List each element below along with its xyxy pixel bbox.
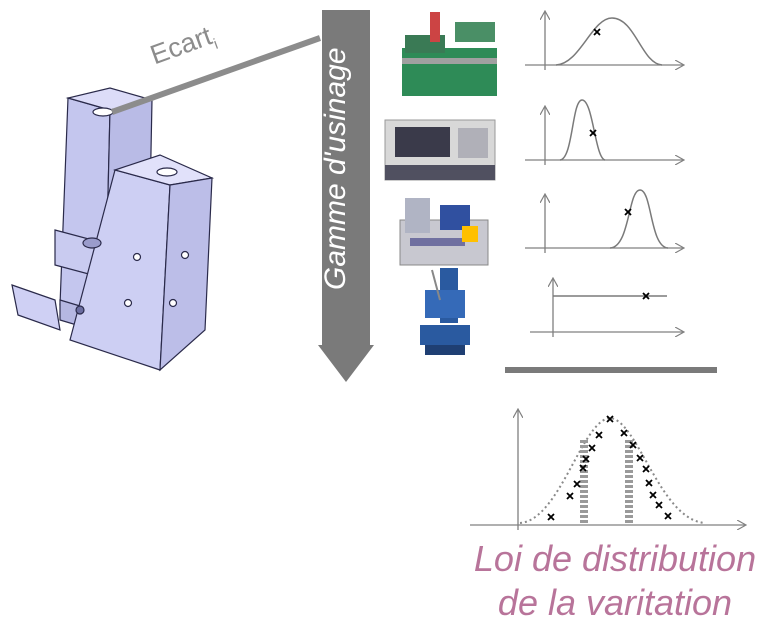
grinder-icon: [399, 198, 489, 266]
caption-line-2: de la varitation: [497, 582, 733, 623]
sample-marker: [624, 208, 632, 216]
caption-line-1: Loi de distribution: [473, 538, 757, 579]
sample-marker: [642, 292, 650, 300]
sample-marker: [589, 129, 597, 137]
distribution-plot-2: [525, 99, 683, 165]
distribution-plot-1: [525, 12, 683, 70]
drill-press-icon: [420, 268, 470, 355]
result-curve: [519, 416, 706, 524]
process-arrow: [318, 10, 374, 382]
ecart-leader-line: [110, 35, 322, 115]
mechanical-part: [11, 87, 215, 372]
sample-marker: [593, 28, 601, 36]
lathe-icon: [400, 12, 502, 100]
gamme-usinage-label: Gamme d'usinage: [319, 47, 352, 290]
distribution-plot-4: [530, 279, 683, 337]
sample-markers: [547, 415, 672, 521]
distribution-plot-3: [525, 189, 683, 253]
cnc-lathe-icon: [384, 119, 496, 181]
result-distribution-plot: [470, 410, 745, 530]
